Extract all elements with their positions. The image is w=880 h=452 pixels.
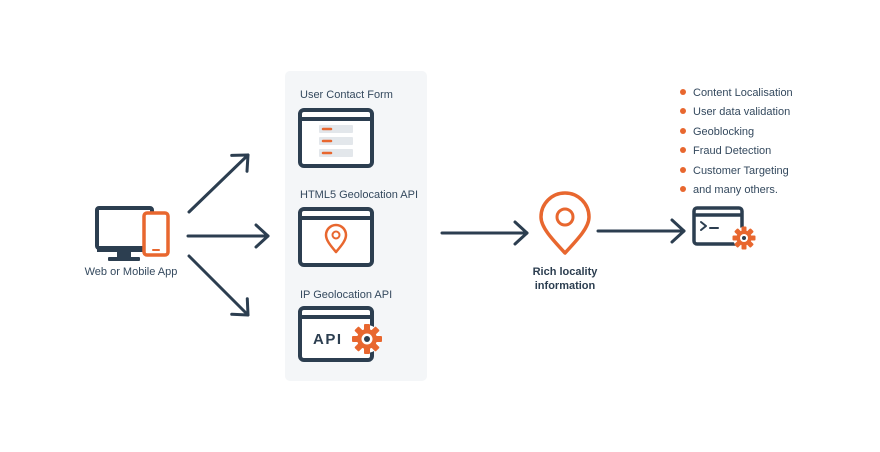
list-item: and many others. (680, 183, 793, 202)
result-label-line1: Rich locality (532, 266, 598, 278)
list-item: Content Localisation (680, 86, 793, 105)
api-badge-text: API (313, 331, 343, 348)
list-item: Customer Targeting (680, 164, 793, 183)
api-window-icon: API (298, 306, 374, 362)
mobile-phone-icon (142, 211, 170, 257)
arrow-to-result (440, 220, 529, 246)
bullet-dot (680, 147, 686, 154)
arrow-to-html5-api (186, 223, 270, 249)
method-label-contact-form: User Contact Form (300, 89, 393, 101)
bullet-dot (680, 108, 686, 115)
result-label-line2: information (534, 280, 596, 292)
api-gear-icon (352, 324, 382, 354)
arrow-to-contact-form (187, 145, 258, 214)
list-item: User data validation (680, 105, 793, 124)
use-case-list: Content Localisation User data validatio… (680, 86, 793, 202)
contact-form-window-icon (298, 108, 374, 168)
terminal-gear-icon (692, 206, 756, 250)
method-label-ip-api: IP Geolocation API (300, 289, 393, 301)
list-item: Fraud Detection (680, 144, 793, 163)
location-window-icon (298, 207, 374, 267)
bullet-dot (680, 89, 686, 95)
arrow-to-uses (596, 218, 686, 244)
list-item: Geoblocking (680, 125, 793, 144)
arrow-to-ip-api (187, 254, 258, 325)
bullet-dot (680, 127, 686, 134)
method-label-html5-api: HTML5 Geolocation API (300, 189, 419, 201)
bullet-dot (680, 185, 686, 192)
bullet-dot (680, 166, 686, 173)
location-pin-icon (539, 191, 591, 255)
source-label: Web or Mobile App (84, 266, 178, 278)
